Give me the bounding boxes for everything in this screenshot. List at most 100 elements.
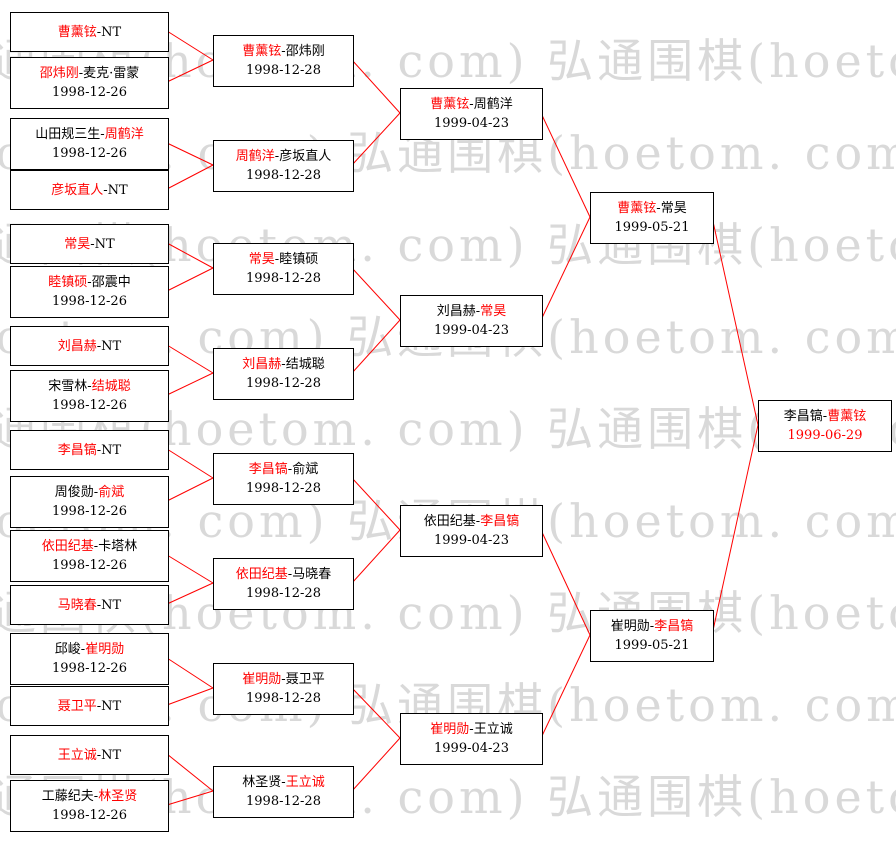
player-name: -NT: [96, 747, 122, 763]
winner-name: 睦镇硕: [48, 275, 88, 290]
player-name: -NT: [96, 597, 122, 613]
match-date: 1999-04-23: [434, 323, 509, 338]
winner-name: 曹薰铉: [430, 97, 470, 112]
match-date: 1998-12-28: [246, 586, 321, 601]
player-name: -俞斌: [287, 462, 319, 477]
matchup-text: 刘昌赫-结城聪: [242, 355, 324, 374]
player-name: -NT: [96, 24, 122, 40]
player-name: -马晓春: [287, 567, 332, 582]
connector-line: [540, 529, 591, 636]
winner-name: 王立诚: [57, 747, 97, 763]
matchup-text: 李昌镐-NT: [58, 441, 121, 460]
matchup-text: 聂卫平-NT: [58, 697, 121, 716]
match-box-first-round-r1b7: 刘昌赫-NT: [10, 326, 169, 366]
match-box-second-round-r2b3: 常昊-睦镇硕 1998-12-28: [213, 243, 354, 295]
player-name: -王立诚: [469, 722, 513, 737]
winner-name: 俞斌: [98, 485, 125, 500]
match-box-first-round-r1b1: 曹薰铉-NT: [10, 12, 169, 52]
connector-line: [351, 112, 401, 166]
connector-line: [166, 687, 214, 706]
connector-line: [166, 477, 214, 502]
winner-name: 李昌镐: [248, 462, 288, 477]
winner-name: 周鹤洋: [104, 127, 144, 142]
match-box-quarterfinal-r3b4: 崔明勋-王立诚 1999-04-23: [400, 713, 543, 765]
matchup-text: 周俊勋-俞斌: [55, 483, 124, 502]
matchup-text: 睦镇硕-邵震中: [48, 273, 130, 292]
matchup-text: 刘昌赫-NT: [58, 337, 121, 356]
matchup-text: 崔明勋-聂卫平: [242, 670, 324, 689]
player-name: -NT: [96, 442, 122, 458]
match-box-first-round-r1b9: 李昌镐-NT: [10, 430, 169, 470]
matchup-text: 马晓春-NT: [58, 596, 121, 615]
match-date: 1998-12-28: [246, 63, 321, 78]
matchup-text: 李昌镐-俞斌: [249, 460, 318, 479]
winner-name: 常昊: [64, 236, 91, 252]
player-name: 工藤纪夫-: [41, 789, 99, 804]
matchup-text: 山田规三生-周鹤洋: [35, 125, 143, 144]
winner-name: 李昌镐: [654, 619, 694, 634]
player-name: -周鹤洋: [469, 97, 513, 112]
connector-line: [351, 737, 401, 792]
connector-line: [166, 657, 214, 689]
matchup-text: 常昊-睦镇硕: [249, 250, 318, 269]
connector-line: [540, 634, 591, 739]
winner-name: 彦坂直人: [51, 182, 104, 198]
matchup-text: 周鹤洋-彦坂直人: [236, 147, 331, 166]
matchup-text: 林圣贤-王立诚: [242, 773, 324, 792]
winner-name: 李昌镐: [57, 442, 97, 458]
match-date: 1999-04-23: [434, 741, 509, 756]
match-date: 1998-12-26: [52, 504, 127, 519]
match-date: 1999-05-21: [614, 638, 690, 653]
player-name: 邱峻-: [54, 642, 86, 657]
player-name: 刘昌赫-: [436, 304, 481, 319]
player-name: -NT: [90, 236, 115, 252]
winner-name: 李昌镐: [480, 514, 520, 529]
connector-line: [351, 477, 401, 531]
connector-line: [166, 790, 214, 806]
matchup-text: 常昊-NT: [64, 235, 114, 254]
match-box-second-round-r2b6: 依田纪基-马晓春 1998-12-28: [213, 558, 354, 610]
matchup-text: 崔明勋-王立诚: [430, 720, 512, 739]
matchup-text: 邱峻-崔明勋: [55, 640, 124, 659]
match-box-first-round-r1b14: 聂卫平-NT: [10, 686, 169, 726]
connector-line: [166, 267, 214, 292]
connector-line: [166, 30, 214, 61]
winner-name: 常昊: [248, 252, 275, 267]
winner-name: 曹薰铉: [242, 44, 282, 59]
match-date: 1998-12-26: [52, 808, 127, 823]
match-box-first-round-r1b4: 彦坂直人-NT: [10, 170, 169, 210]
connector-line: [351, 319, 401, 374]
match-date: 1998-12-28: [246, 271, 321, 286]
connector-line: [166, 582, 214, 605]
connector-line: [711, 216, 759, 426]
connector-line: [540, 112, 591, 218]
match-date: 1998-12-26: [52, 294, 127, 309]
winner-name: 崔明勋: [85, 642, 125, 657]
match-date: 1999-06-29: [787, 428, 863, 443]
match-date: 1998-12-28: [246, 481, 321, 496]
match-box-first-round-r1b15: 王立诚-NT: [10, 735, 169, 775]
connector-line: [166, 164, 214, 190]
matchup-text: 彦坂直人-NT: [51, 181, 127, 200]
connector-line: [166, 554, 214, 584]
connector-line: [351, 59, 401, 114]
winner-name: 曹薰铉: [617, 201, 657, 216]
player-name: 李昌镐-: [783, 409, 828, 424]
player-name: 山田规三生-: [35, 127, 105, 142]
winner-name: 依田纪基: [235, 567, 288, 582]
match-box-semifinal-r4b2: 崔明勋-李昌镐 1999-05-21: [590, 610, 714, 662]
player-name: 崔明勋-: [610, 619, 655, 634]
matchup-text: 王立诚-NT: [58, 746, 121, 765]
player-name: -邵炜刚: [281, 44, 325, 59]
match-box-first-round-r1b5: 常昊-NT: [10, 224, 169, 264]
